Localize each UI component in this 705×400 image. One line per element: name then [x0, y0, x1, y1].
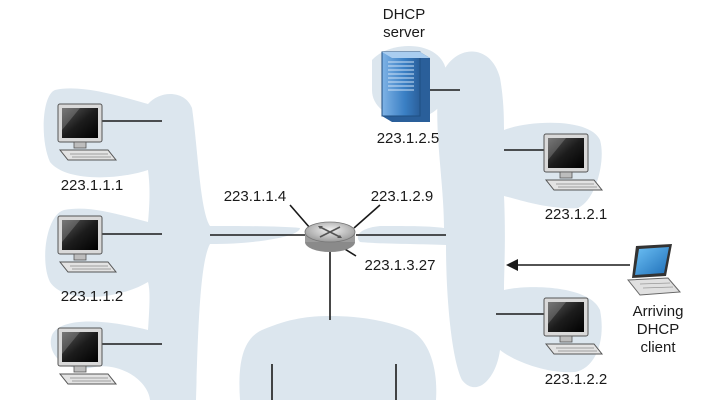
router-interface-bottom: 223.1.3.27: [365, 257, 436, 274]
wires: [100, 89, 630, 400]
subnet-bottom-blob: [239, 316, 437, 400]
dhcp-server: DHCP server 223.1.2.5: [377, 6, 440, 147]
server-title-line2: server: [383, 24, 425, 41]
client-line1: Arriving: [633, 303, 684, 320]
router-icon: [304, 221, 356, 252]
host-223-1-1-2: 223.1.1.2: [57, 215, 124, 305]
host-label: 223.1.1.1: [61, 177, 124, 194]
host-223-1-2-2: 223.1.2.2: [543, 297, 608, 388]
host-label: 223.1.2.2: [545, 371, 608, 388]
laptop-icon: [626, 244, 682, 296]
subnet-right-blob: [357, 51, 602, 388]
subnet-left-blob: [43, 88, 300, 400]
client-line2: DHCP: [637, 321, 680, 338]
server-title-line1: DHCP: [383, 6, 426, 23]
client-line3: client: [640, 339, 676, 356]
server-address: 223.1.2.5: [377, 130, 440, 147]
host-223-1-1-1: 223.1.1.1: [57, 103, 124, 194]
host-223-1-2-1: 223.1.2.1: [543, 133, 608, 223]
arriving-client: Arriving DHCP client: [626, 244, 684, 356]
router-interface-left: 223.1.1.4: [224, 188, 287, 205]
router-interface-right: 223.1.2.9: [371, 188, 434, 205]
host-label: 223.1.2.1: [545, 206, 608, 223]
server-icon: [381, 51, 430, 122]
host-label: 223.1.1.2: [61, 288, 124, 305]
